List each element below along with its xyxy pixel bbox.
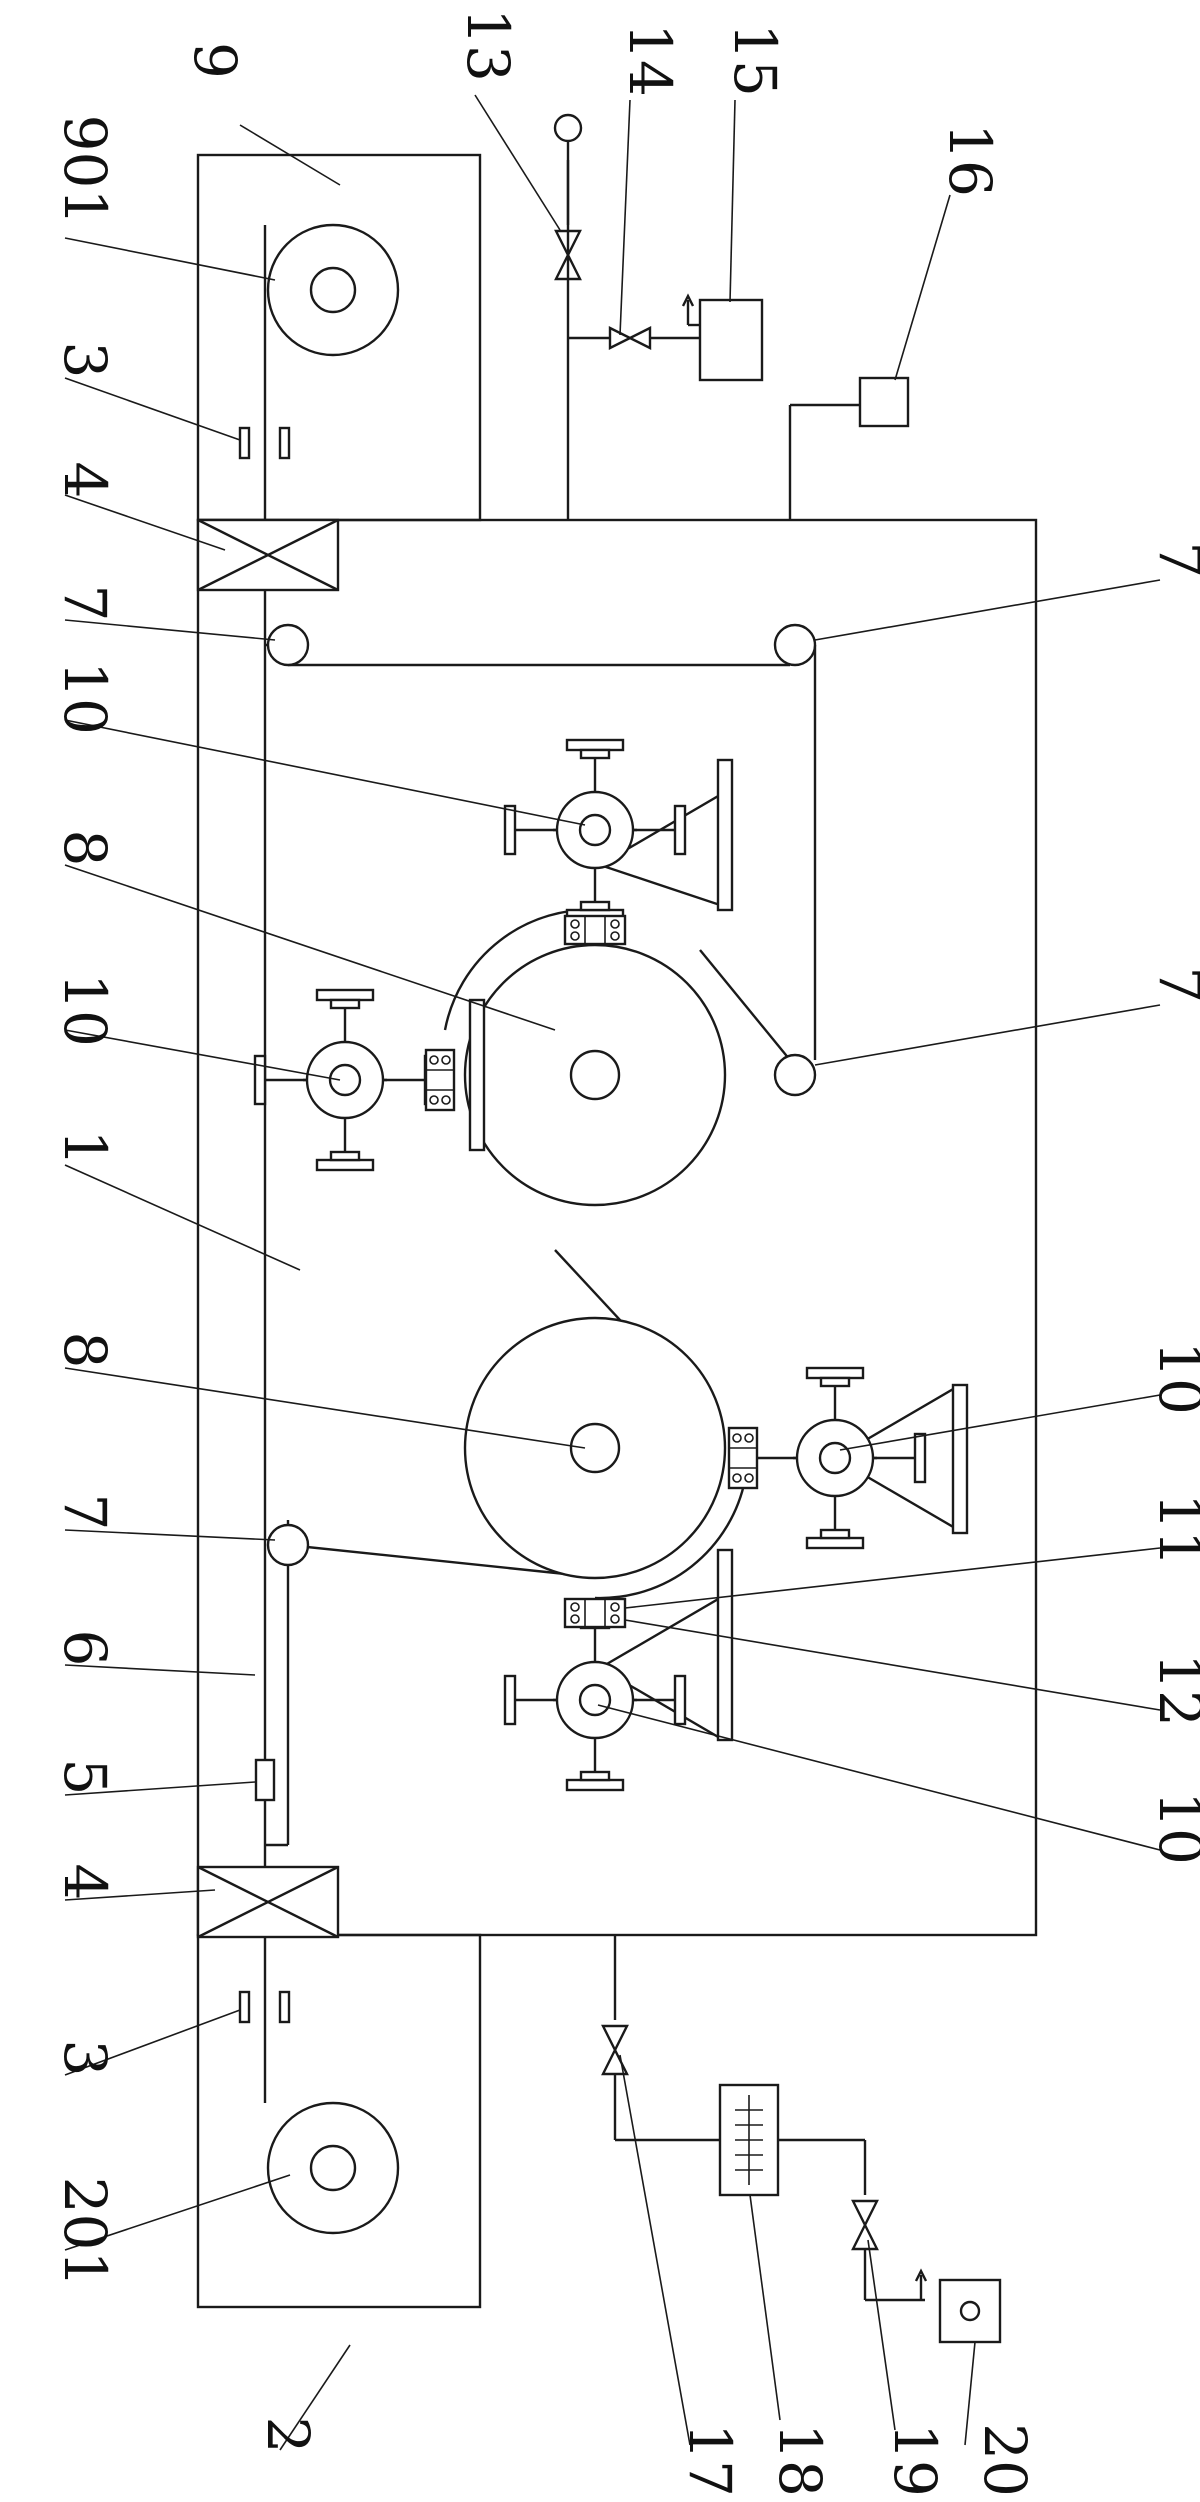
label-10-b: 10 bbox=[51, 973, 119, 1047]
label-3-upper: 3 bbox=[51, 342, 119, 379]
label-9: 9 bbox=[181, 42, 249, 79]
label-18: 18 bbox=[766, 2423, 834, 2497]
label-10-d: 10 bbox=[1146, 1791, 1200, 1865]
roller-assembly-10-a bbox=[503, 738, 734, 946]
label-7-mid-right: 7 bbox=[1146, 967, 1200, 1004]
label-15: 15 bbox=[721, 23, 789, 97]
label-7-bottom-left: 7 bbox=[51, 1494, 119, 1531]
vacuum-line-13-14-15 bbox=[553, 113, 764, 520]
label-14: 14 bbox=[616, 23, 684, 97]
label-16: 16 bbox=[936, 123, 1004, 197]
drum-8-upper bbox=[443, 908, 727, 1207]
roller-assembly-10-c bbox=[727, 1366, 969, 1550]
guide-block-lower bbox=[238, 1990, 291, 2024]
seal-box-upper bbox=[196, 518, 340, 592]
label-7-top-right: 7 bbox=[1146, 542, 1200, 579]
tension-sensor-5 bbox=[254, 1758, 276, 1802]
guide-roll-7-top-left bbox=[266, 623, 310, 667]
web-path bbox=[263, 225, 817, 2103]
label-6: 6 bbox=[51, 1630, 119, 1667]
seal-box-lower bbox=[196, 1865, 340, 1939]
guide-roll-7-top-right bbox=[773, 623, 817, 667]
label-201: 201 bbox=[51, 2177, 119, 2288]
upper-unwind-chamber bbox=[196, 153, 482, 522]
leader-lines bbox=[64, 94, 1161, 2451]
label-group: 9 901 3 4 7 10 8 10 1 8 7 6 5 4 3 201 2 … bbox=[51, 8, 1200, 2497]
vacuum-pump-15 bbox=[698, 298, 764, 382]
roll-201 bbox=[266, 2101, 400, 2235]
label-1: 1 bbox=[51, 1130, 119, 1167]
guide-block-upper bbox=[238, 426, 291, 460]
label-11: 11 bbox=[1146, 1493, 1200, 1567]
roll-901 bbox=[266, 223, 400, 357]
guide-roll-7-bottom-left bbox=[266, 1523, 310, 1567]
guide-roll-7-mid-right bbox=[773, 1053, 817, 1097]
label-20: 20 bbox=[971, 2423, 1039, 2497]
roller-assembly-10-b bbox=[253, 988, 456, 1172]
gauge-16 bbox=[788, 376, 910, 520]
label-19: 19 bbox=[881, 2423, 949, 2497]
label-10-c: 10 bbox=[1146, 1341, 1200, 1415]
label-8-upper: 8 bbox=[51, 830, 119, 867]
label-7-top-left: 7 bbox=[51, 585, 119, 622]
label-13: 13 bbox=[454, 8, 522, 82]
label-5: 5 bbox=[51, 1759, 119, 1796]
gas-supply-17-20 bbox=[601, 1935, 1002, 2344]
label-2: 2 bbox=[254, 2417, 322, 2454]
main-chamber bbox=[196, 518, 1038, 1937]
label-4-upper: 4 bbox=[51, 462, 119, 499]
roller-assembly-10-d bbox=[503, 1548, 734, 1792]
label-4-lower: 4 bbox=[51, 1864, 119, 1901]
label-901: 901 bbox=[51, 115, 119, 226]
label-10-a: 10 bbox=[51, 661, 119, 735]
label-8-lower: 8 bbox=[51, 1332, 119, 1369]
label-17: 17 bbox=[676, 2423, 744, 2497]
gas-source-20 bbox=[938, 2278, 1002, 2344]
label-12: 12 bbox=[1146, 1653, 1200, 1727]
label-3-lower: 3 bbox=[51, 2040, 119, 2077]
drum-8-lower bbox=[463, 1316, 747, 1600]
clamp-11 bbox=[563, 1597, 627, 1629]
